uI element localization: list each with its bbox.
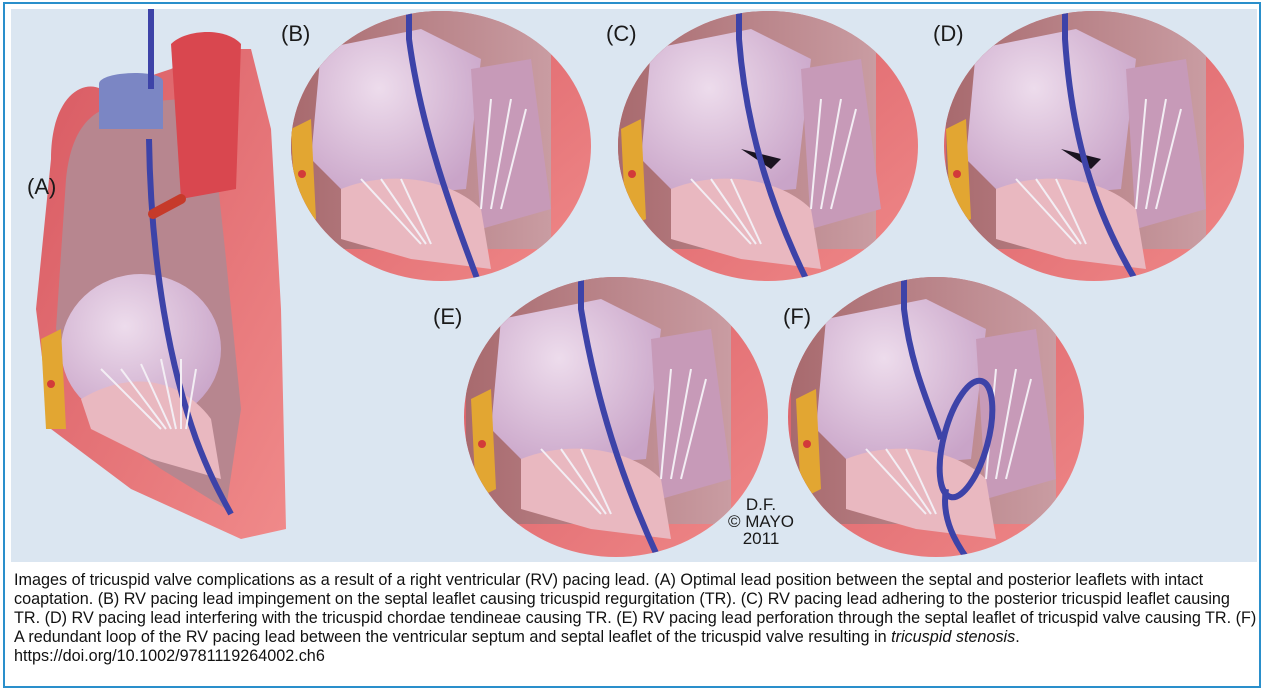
- credit-initials: D.F.: [745, 495, 777, 514]
- panel-c-illustration: [618, 11, 918, 281]
- credit-year: 2011: [742, 529, 780, 548]
- panel-label-a: (A): [27, 174, 57, 199]
- panel-f-illustration: [788, 277, 1084, 557]
- figure-illustration: (A) (B) (C) (D) (E) (F) D.F. © MAYO 2011: [11, 9, 1257, 562]
- caption-text: Images of tricuspid valve complications …: [14, 571, 1257, 646]
- caption-doi: . https://doi.org/10.1002/9781119264002.…: [14, 628, 1020, 665]
- panel-e-illustration: [464, 277, 768, 557]
- panel-label-f: (F): [783, 304, 812, 329]
- panel-b-illustration: [291, 11, 591, 281]
- figure-caption: Images of tricuspid valve complications …: [14, 571, 1258, 666]
- artist-credit: D.F. © MAYO 2011: [711, 496, 811, 547]
- panel-label-d: (D): [933, 21, 964, 46]
- heart-illustration: [36, 9, 1244, 557]
- panel-d-illustration: [944, 11, 1244, 281]
- caption-italic-term: tricuspid stenosis: [891, 628, 1016, 646]
- panel-label-e: (E): [433, 304, 463, 329]
- figure-frame: (A) (B) (C) (D) (E) (F) D.F. © MAYO 2011…: [3, 2, 1261, 688]
- credit-copyright: © MAYO: [727, 512, 795, 531]
- panel-a-illustration: [36, 9, 286, 539]
- panel-label-b: (B): [281, 21, 311, 46]
- panel-label-c: (C): [606, 21, 637, 46]
